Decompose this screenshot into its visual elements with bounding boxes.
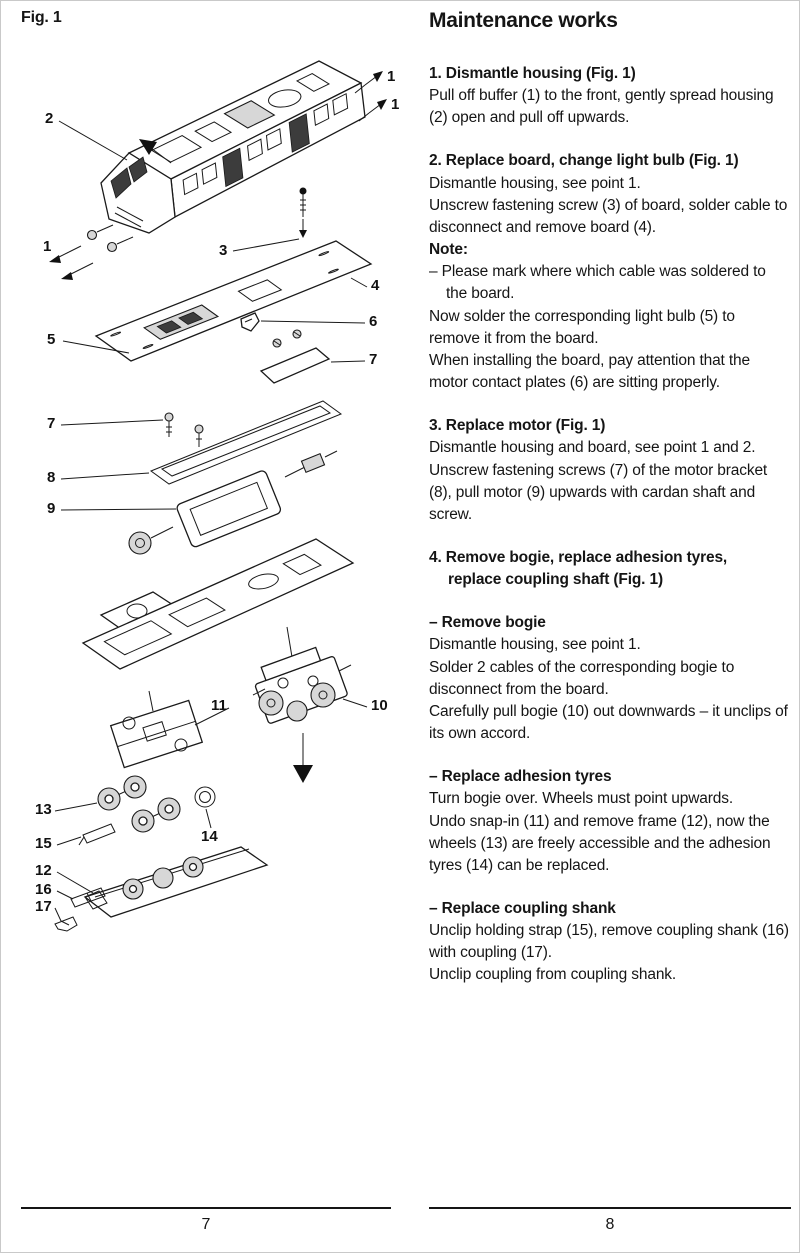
- snap-in-frame-part: [109, 690, 204, 769]
- note-item: – Please mark where which cable was sold…: [429, 263, 766, 303]
- subsection-heading: – Replace adhesion tyres: [429, 768, 612, 786]
- paragraph: Now solder the corresponding light bulb …: [429, 307, 735, 347]
- part-label-1-rear-a: 1: [387, 68, 395, 85]
- coupling-part: [54, 916, 78, 932]
- paragraph: Unscrew fastening screw (3) of board, so…: [429, 196, 788, 236]
- rear-screws-part: [354, 71, 387, 122]
- motor-bracket-part: [149, 400, 343, 485]
- bogie-frame-part: [83, 846, 269, 918]
- part-label-4: 4: [371, 277, 380, 294]
- paragraph: Dismantle housing, see point 1.: [429, 636, 641, 654]
- footer-left-column: 7: [21, 1207, 391, 1234]
- light-bulb-part: [144, 305, 218, 339]
- leader-lines: [54, 120, 368, 922]
- page-title: Maintenance works: [429, 9, 618, 32]
- paragraph: Carefully pull bogie (10) out downwards …: [429, 702, 788, 743]
- paragraph: When installing the board, pay attention…: [429, 351, 750, 392]
- part-label-16: 16: [35, 881, 52, 898]
- section-heading: 1. Dismantle housing (Fig. 1): [429, 65, 636, 82]
- part-label-13: 13: [35, 801, 52, 818]
- section-replace-motor: 3. Replace motor (Fig. 1) Dismantle hous…: [429, 415, 789, 526]
- part-label-1-front: 1: [43, 238, 51, 255]
- part-label-11: 11: [211, 697, 227, 714]
- part-label-1-rear-b: 1: [391, 96, 399, 113]
- section-dismantle-housing: 1. Dismantle housing (Fig. 1) Pull off b…: [429, 63, 789, 129]
- part-label-5: 5: [47, 331, 55, 348]
- holding-strap-part: [78, 823, 116, 846]
- contact-clip-part: [240, 312, 260, 332]
- paragraph: Unclip holding strap (15), remove coupli…: [429, 922, 789, 962]
- pull-direction-arrow: [139, 139, 172, 164]
- bracket-screws-part: [164, 412, 204, 447]
- subsection-replace-tyres: – Replace adhesion tyres Turn bogie over…: [429, 766, 789, 877]
- page-number-right: 8: [605, 1216, 615, 1233]
- section-heading: 2. Replace board, change light bulb (Fig…: [429, 152, 739, 170]
- paragraph: Turn bogie over. Wheels must point upwar…: [429, 790, 733, 808]
- figure-label: Fig. 1: [21, 9, 62, 26]
- contact-plate-part: [259, 329, 331, 384]
- subsection-remove-bogie: – Remove bogie Dismantle housing, see po…: [429, 612, 789, 745]
- housing-part: [101, 61, 365, 233]
- section-heading: 3. Replace motor (Fig. 1): [429, 417, 606, 435]
- part-label-7-right: 7: [369, 351, 377, 368]
- part-label-2: 2: [45, 110, 53, 127]
- paragraph: Pull off buffer (1) to the front, gently…: [429, 87, 774, 127]
- motor-part: [128, 450, 338, 555]
- subsection-replace-coupling-shank: – Replace coupling shank Unclip holding …: [429, 898, 789, 987]
- part-label-7-left: 7: [47, 415, 55, 432]
- bogie-part: [252, 626, 352, 783]
- part-label-9: 9: [47, 500, 55, 517]
- paragraph: Dismantle housing and board, see point 1…: [429, 439, 756, 457]
- part-label-8: 8: [47, 469, 55, 486]
- paragraph: Unscrew fastening screws (7) of the moto…: [429, 461, 768, 523]
- chassis-part: [83, 539, 353, 669]
- subsection-heading: – Remove bogie: [429, 614, 546, 632]
- instructions-column: Maintenance works 1. Dismantle housing (…: [429, 9, 789, 1008]
- section-remove-bogie: 4. Remove bogie, replace adhesion tyres,…: [429, 547, 789, 987]
- part-label-17: 17: [35, 898, 52, 915]
- exploded-diagram: 1 1 2 1 3 4 5 6 7 7 8 9 11 10 13 14 15 1…: [21, 31, 421, 932]
- note-label: Note:: [429, 241, 468, 259]
- wheels-part: [97, 775, 181, 833]
- section-heading: 4. Remove bogie, replace adhesion tyres,: [429, 548, 728, 566]
- part-label-6: 6: [369, 313, 377, 330]
- part-label-10: 10: [371, 697, 388, 714]
- paragraph: Unclip coupling from coupling shank.: [429, 966, 677, 984]
- page-number-left: 7: [201, 1216, 211, 1233]
- part-labels: 1 1 2 1 3 4 5 6 7 7 8 9 11 10 13 14 15 1…: [35, 68, 399, 915]
- footer-right-column: 8: [429, 1207, 791, 1234]
- paragraph: Solder 2 cables of the corresponding bog…: [429, 658, 735, 698]
- paragraph: Dismantle housing, see point 1.: [429, 174, 641, 192]
- part-label-15: 15: [35, 835, 52, 852]
- part-label-12: 12: [35, 862, 52, 879]
- section-replace-board: 2. Replace board, change light bulb (Fig…: [429, 150, 789, 394]
- fastening-screw-part: [299, 187, 307, 238]
- paragraph: Undo snap-in (11) and remove frame (12),…: [429, 812, 771, 874]
- figure-column: Fig. 1: [21, 9, 421, 951]
- circuit-board-part: [96, 241, 371, 361]
- part-label-14: 14: [201, 828, 218, 845]
- subsection-heading: – Replace coupling shank: [429, 900, 616, 917]
- section-heading-continued: replace coupling shaft (Fig. 1): [448, 571, 663, 589]
- front-buffers-part: [49, 224, 134, 280]
- adhesion-tyre-part: [194, 786, 216, 808]
- part-label-3: 3: [219, 242, 227, 259]
